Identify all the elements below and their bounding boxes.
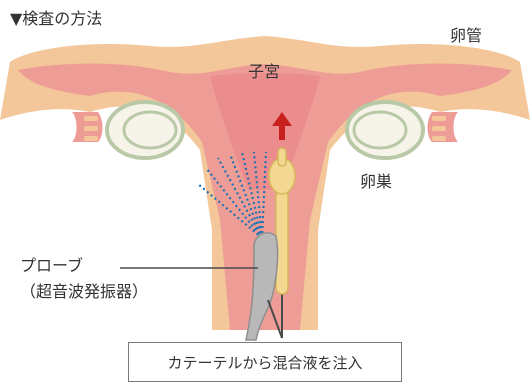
fimbria-right [428, 112, 459, 142]
label-uterus: 子宮 [248, 62, 280, 82]
ovary-right [347, 102, 423, 158]
ovary-left [107, 102, 183, 158]
fimbria-left [72, 112, 103, 142]
label-probe: プローブ [20, 256, 83, 276]
label-ovary: 卵巣 [360, 172, 392, 192]
label-fallopian-tube: 卵管 [450, 26, 482, 46]
caption-box: カテーテルから混合液を注入 [128, 342, 402, 382]
caption-text: カテーテルから混合液を注入 [129, 352, 401, 373]
label-probe-desc: （超音波発振器） [20, 282, 148, 302]
page-title: ▼検査の方法 [10, 9, 102, 29]
